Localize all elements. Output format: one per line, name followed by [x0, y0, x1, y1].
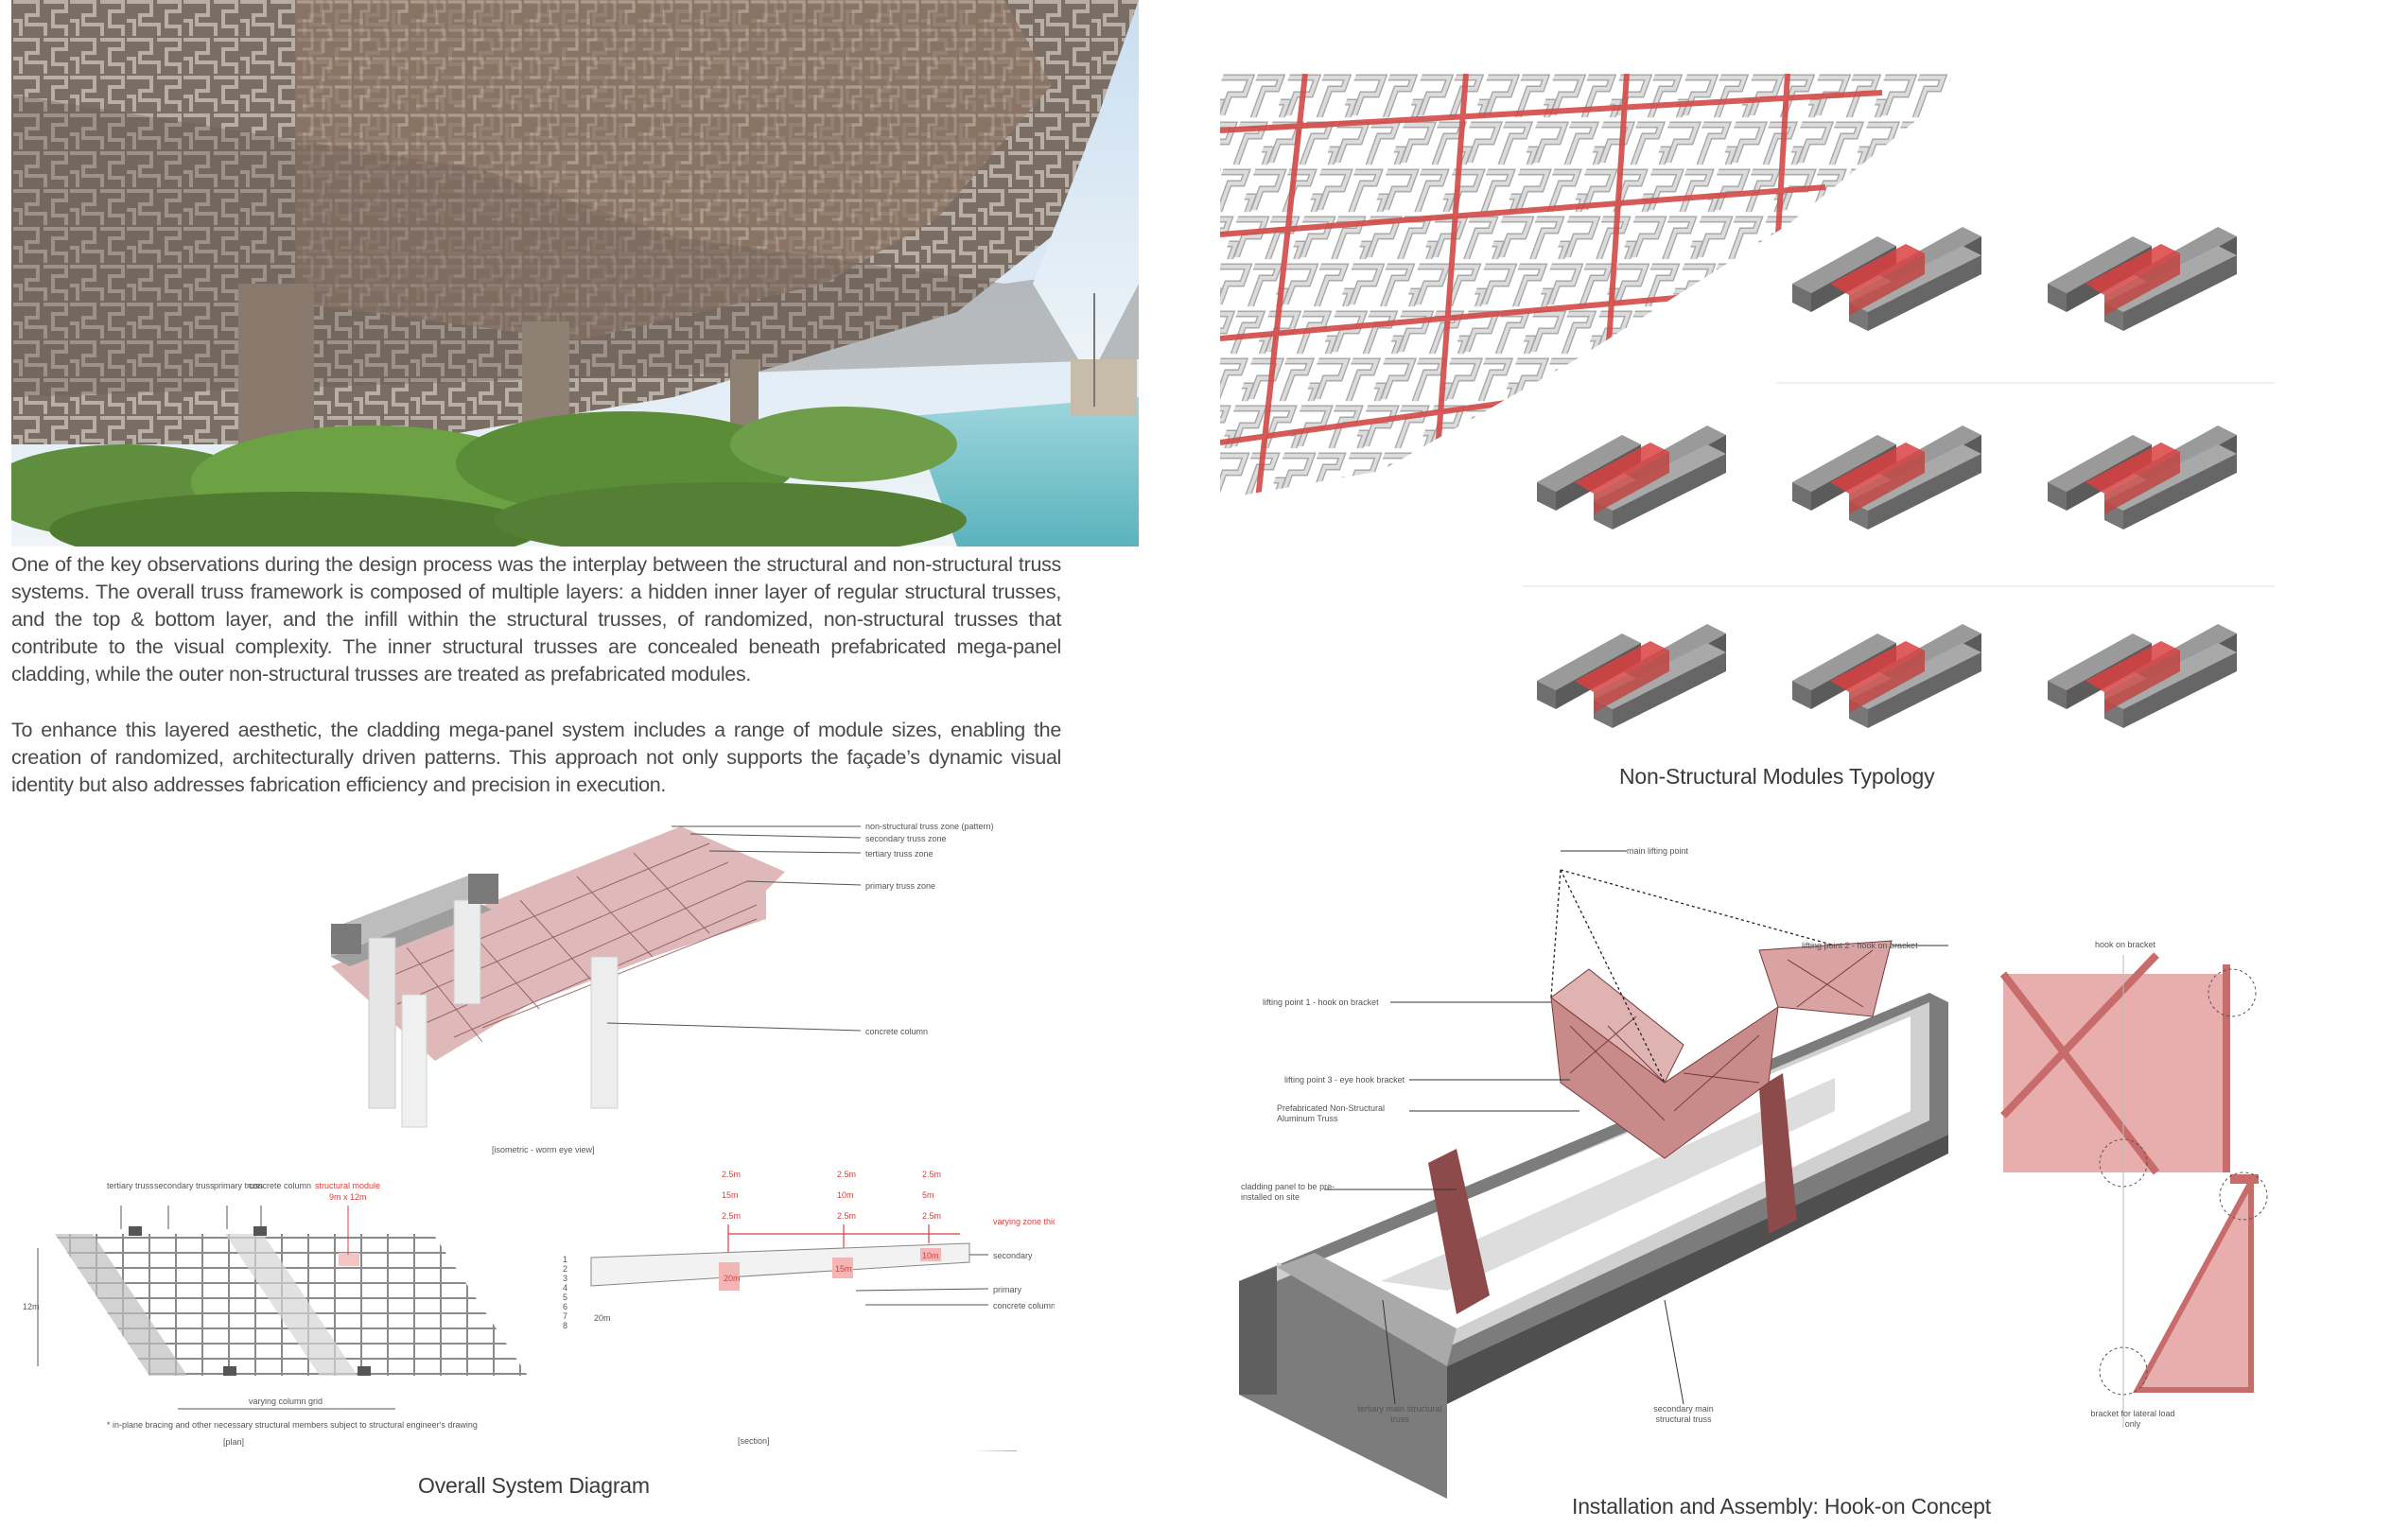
- assembly-label-lp1: lifting point 1 - hook on bracket: [1263, 998, 1379, 1007]
- section-label-varying: varying zone thickness: [993, 1217, 1055, 1226]
- section-level-8: 8: [563, 1321, 567, 1330]
- iso-view-label: [isometric - worm eye view]: [492, 1145, 595, 1154]
- module-typology-grid: [1523, 227, 2275, 728]
- plan-label-primary: primary truss: [214, 1181, 264, 1190]
- detail-label-hook: hook on bracket: [2095, 940, 2156, 949]
- system-caption: Overall System Diagram: [418, 1473, 650, 1498]
- iso-label-primary: primary truss zone: [865, 881, 935, 891]
- assembly-diagram: main lifting point lifting point 2 - hoo…: [1239, 846, 1948, 1499]
- iso-label-column: concrete column: [865, 1027, 928, 1036]
- plan-label-tertiary: tertiary truss: [107, 1181, 154, 1190]
- module-type-8: [2048, 624, 2237, 728]
- section-c3-top: 2.5m: [922, 1170, 941, 1179]
- module-type-2: [2048, 227, 2237, 331]
- section-zone-1: 20m: [724, 1274, 741, 1283]
- description-paragraph-2: To enhance this layered aesthetic, the c…: [11, 719, 1061, 796]
- assembly-label-prefab: Prefabricated Non-Structural Aluminum Tr…: [1277, 1103, 1386, 1123]
- section-c3-mid: 5m: [922, 1190, 934, 1200]
- section-c2-top: 2.5m: [837, 1170, 856, 1179]
- section-dim: 20m: [594, 1313, 611, 1323]
- section-label-secondary: secondary: [993, 1251, 1033, 1260]
- section-view-label: [section]: [738, 1436, 770, 1446]
- assembly-label-secondary: secondary main structural truss: [1653, 1404, 1714, 1424]
- assembly-label-cladding: cladding panel to be pre-installed on si…: [1241, 1182, 1335, 1202]
- assembly-label-tertiary: tertiary main structural truss: [1357, 1404, 1442, 1424]
- section-c3-bot: 2.5m: [922, 1211, 941, 1221]
- plan-label-module: structural module: [315, 1181, 380, 1190]
- module-type-1: [1792, 227, 1981, 331]
- module-type-6: [1537, 624, 1726, 728]
- section-diagram: 2.5m 15m 2.5m 2.5m 10m 2.5m 2.5m 5m 2.5m…: [563, 1170, 1055, 1451]
- typology-caption: Non-Structural Modules Typology: [1619, 764, 1935, 789]
- detail-label-bracket-box: bracket for lateral load only: [2090, 1409, 2175, 1429]
- module-type-4: [1792, 425, 1981, 529]
- assembly-caption: Installation and Assembly: Hook-on Conce…: [1572, 1494, 1991, 1518]
- section-zone-2: 15m: [835, 1264, 852, 1274]
- section-c1-mid: 15m: [722, 1190, 739, 1200]
- module-type-5: [2048, 425, 2237, 529]
- iso-label-non-structural: non-structural truss zone (pattern): [865, 822, 994, 831]
- assembly-label-main: main lifting point: [1627, 846, 1689, 856]
- assembly-label-prefab-box: Prefabricated Non-Structural Aluminum Tr…: [1277, 1103, 1386, 1123]
- section-c1-top: 2.5m: [722, 1170, 741, 1179]
- description-paragraph-1: One of the key observations during the d…: [11, 553, 1061, 685]
- assembly-label-tertiary-box: tertiary main structural truss: [1357, 1404, 1442, 1424]
- section-level-4: 4: [563, 1283, 567, 1293]
- section-zone-3: 10m: [922, 1251, 939, 1260]
- iso-label-secondary: secondary truss zone: [865, 834, 947, 843]
- plan-dim: 12m: [23, 1302, 40, 1311]
- section-level-5: 5: [563, 1293, 567, 1302]
- module-type-3: [1537, 425, 1726, 529]
- section-c2-bot: 2.5m: [837, 1211, 856, 1221]
- section-level-6: 6: [563, 1302, 567, 1311]
- rendering-photo: [11, 0, 1139, 547]
- plan-note: * in-plane bracing and other necessary s…: [107, 1420, 478, 1430]
- plan-view-label: [plan]: [223, 1437, 244, 1447]
- assembly-label-secondary-box: secondary main structural truss: [1653, 1404, 1714, 1424]
- section-c2-mid: 10m: [837, 1190, 854, 1200]
- plan-label-module-size: 9m x 12m: [329, 1192, 367, 1202]
- section-level-2: 2: [563, 1264, 567, 1274]
- section-level-7: 7: [563, 1311, 567, 1321]
- section-level-3: 3: [563, 1274, 567, 1283]
- plan-label-grid: varying column grid: [249, 1397, 323, 1406]
- assembly-label-lp3: lifting point 3 - eye hook bracket: [1284, 1075, 1405, 1085]
- rendering-illustration: [11, 0, 1139, 547]
- iso-label-tertiary: tertiary truss zone: [865, 849, 934, 859]
- plan-label-secondary: secondary truss: [154, 1181, 215, 1190]
- hook-detail-diagram: hook on bracket bracket for lateral load…: [1999, 940, 2268, 1429]
- module-type-7: [1792, 624, 1981, 728]
- plan-label-concrete: concrete column: [249, 1181, 311, 1190]
- isometric-system-diagram: non-structural truss zone (pattern) seco…: [331, 822, 994, 1154]
- plan-diagram: tertiary truss secondary truss primary t…: [23, 1181, 528, 1447]
- section-level-1: 1: [563, 1255, 567, 1264]
- assembly-label-lp2: lifting point 2 - hook on bracket: [1802, 941, 1918, 950]
- section-label-concrete: concrete column: [993, 1301, 1055, 1310]
- detail-label-bracket: bracket for lateral load only: [2090, 1409, 2175, 1429]
- section-label-primary: primary: [993, 1285, 1022, 1294]
- section-c1-bot: 2.5m: [722, 1211, 741, 1221]
- assembly-label-cladding-box: cladding panel to be pre-installed on si…: [1241, 1182, 1335, 1202]
